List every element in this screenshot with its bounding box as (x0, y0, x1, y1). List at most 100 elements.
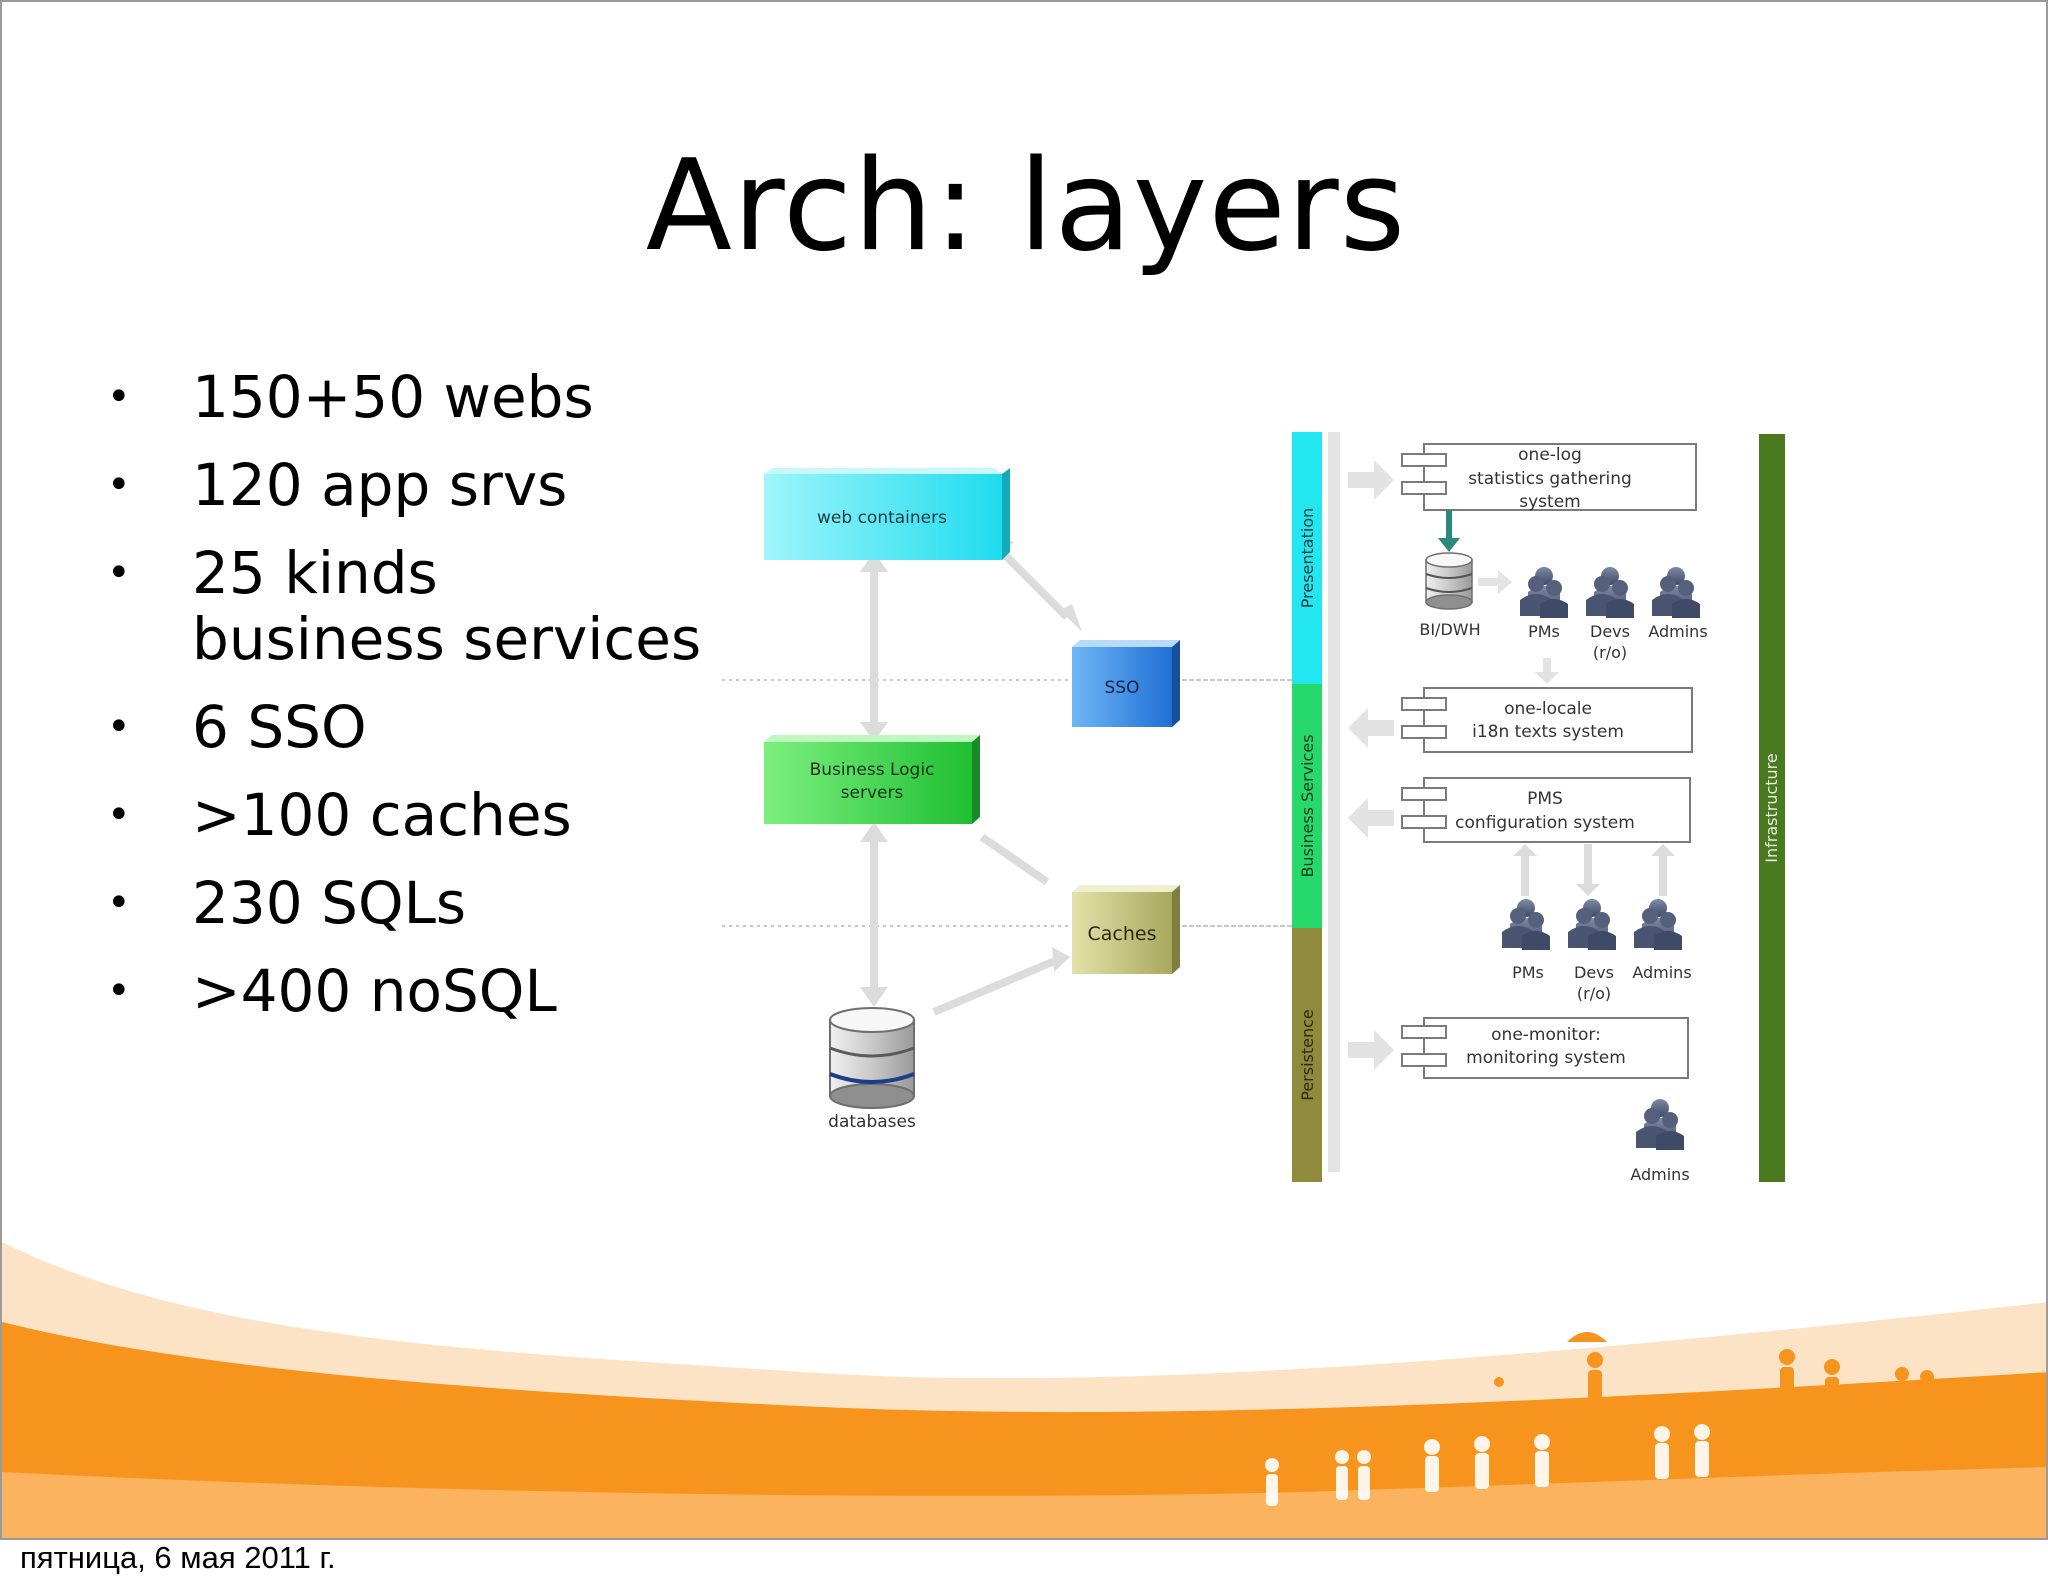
presentation-label: Presentation (1298, 508, 1317, 608)
footer-date: пятница, 6 мая 2011 г. (20, 1540, 336, 1575)
connector-arrow (932, 956, 1059, 1016)
sso-box: SSO (1072, 640, 1180, 727)
one-locale-component: one-locale i18n texts system (1401, 687, 1693, 753)
arrowhead (1052, 947, 1070, 972)
one-log-to-dwh-arrow (1438, 510, 1460, 552)
business-services-label: Business Services (1298, 734, 1317, 877)
admins-label: Admins (1648, 622, 1707, 641)
admins-users-icon (1634, 899, 1682, 950)
business-logic-box: Business Logic servers (764, 735, 980, 824)
bi-dwh-label: BI/DWH (1419, 620, 1480, 639)
user-group-top: PMs Devs (r/o) Admins (1520, 567, 1708, 662)
admins-label: Admins (1632, 963, 1691, 982)
one-log-label: system (1519, 492, 1580, 512)
bullet-item: •>400 noSQL (107, 958, 701, 1024)
admins-label: Admins (1630, 1165, 1689, 1184)
left-arrowheads (860, 532, 1082, 1007)
arrowhead (860, 722, 888, 742)
layer-backbone (1328, 432, 1340, 1172)
one-locale-label: one-locale (1504, 699, 1592, 719)
one-monitor-label: one-monitor: (1491, 1025, 1601, 1045)
bullet-dot: • (107, 880, 131, 926)
databases-label: databases (828, 1112, 916, 1132)
arrow-right (1348, 1030, 1394, 1070)
bullet-item: • 230 SQLs (107, 870, 701, 936)
admins-bottom: Admins (1630, 1099, 1690, 1184)
arrowhead (1513, 844, 1537, 856)
connector-arrow (979, 833, 1050, 886)
devs-users-icon (1568, 899, 1616, 950)
arrow-shaft (1584, 844, 1592, 884)
arrow-right (1348, 460, 1394, 500)
pms-label: configuration system (1455, 813, 1635, 833)
pms-component: PMS configuration system (1401, 777, 1691, 843)
arrow-left (1348, 708, 1394, 748)
bullet-item: •120 app srvs (107, 452, 701, 518)
slide: Arch: layers •150+50 webs •120 app srvs … (0, 0, 2048, 1540)
slide-title: Arch: layers (645, 132, 1407, 279)
bullet-dot: • (107, 374, 131, 420)
bullet-text: 25 kinds business services (192, 539, 702, 673)
arrow-shaft (1543, 658, 1551, 672)
devs-label: Devs (1590, 622, 1630, 641)
arrow-left (1348, 798, 1394, 838)
bullet-text: 230 SQLs (192, 869, 467, 937)
sso-label: SSO (1105, 678, 1140, 698)
database-icon: databases (828, 1007, 916, 1132)
one-monitor-label: monitoring system (1466, 1048, 1626, 1068)
persistence-label: Persistence (1298, 1009, 1317, 1101)
devs-label: Devs (1574, 963, 1614, 982)
bullet-item: • >100 caches (107, 782, 701, 848)
devs-ro-label: (r/o) (1593, 643, 1627, 662)
bullet-text: >100 caches (192, 781, 572, 849)
users-to-locale-arrow (1535, 658, 1559, 684)
arrowhead (860, 822, 888, 842)
bullet-dot: • (107, 704, 131, 750)
devs-ro-label: (r/o) (1577, 984, 1611, 1003)
bullet-item: • 6 SSO (107, 694, 701, 760)
left-connectors (870, 547, 1070, 1016)
bullet-dot: • (107, 462, 131, 508)
bullet-dot: • (107, 968, 131, 1014)
arrowhead (1576, 884, 1600, 896)
people-silhouettes (1265, 1424, 1710, 1506)
people-top-silhouettes (1494, 1332, 1934, 1413)
connector-arrow (997, 547, 1070, 620)
one-log-label: statistics gathering (1468, 469, 1632, 489)
arrowhead (860, 552, 888, 572)
pms-users-icon (1520, 567, 1568, 618)
persistence-layer: Persistence (1292, 928, 1322, 1182)
architecture-diagram: web containers SSO Business Logic server… (722, 432, 1785, 1184)
bullet-list: •150+50 webs •120 app srvs •25 kinds bus… (107, 364, 701, 1046)
arrowhead (860, 987, 888, 1007)
arrowhead (1651, 844, 1675, 856)
infrastructure-label: Infrastructure (1762, 753, 1781, 862)
separator-extension (1182, 679, 1292, 927)
caches-label: Caches (1088, 923, 1157, 945)
backbone-arrows (1348, 460, 1394, 1070)
pms-label: PMS (1527, 789, 1563, 809)
pms-user-arrows (1513, 844, 1675, 896)
bullet-item: •150+50 webs (107, 364, 701, 430)
admins-users-icon (1636, 1099, 1684, 1150)
arrowhead (1535, 672, 1559, 684)
one-locale-label: i18n texts system (1472, 722, 1624, 742)
arrow-right (1478, 570, 1512, 594)
caches-box: Caches (1072, 885, 1180, 974)
pms-users-label: PMs (1528, 622, 1560, 641)
bullet-text: 6 SSO (192, 693, 367, 761)
bi-dwh-icon: BI/DWH (1419, 552, 1481, 639)
pms-users-label: PMs (1512, 963, 1544, 982)
web-containers-box: web containers (764, 468, 1010, 560)
infrastructure-layer: Infrastructure (1759, 434, 1785, 1182)
arrow-shaft (1521, 856, 1529, 896)
bullet-dot: • (107, 792, 131, 838)
bullet-item: •25 kinds business services (107, 540, 701, 672)
business-services-layer: Business Services (1292, 684, 1322, 928)
business-logic-label: Business Logic (810, 760, 935, 780)
arrowhead (1060, 604, 1082, 632)
one-log-component: one-log statistics gathering system (1401, 443, 1697, 512)
devs-users-icon (1586, 567, 1634, 618)
business-logic-label: servers (841, 783, 904, 803)
pms-users-icon (1502, 899, 1550, 950)
